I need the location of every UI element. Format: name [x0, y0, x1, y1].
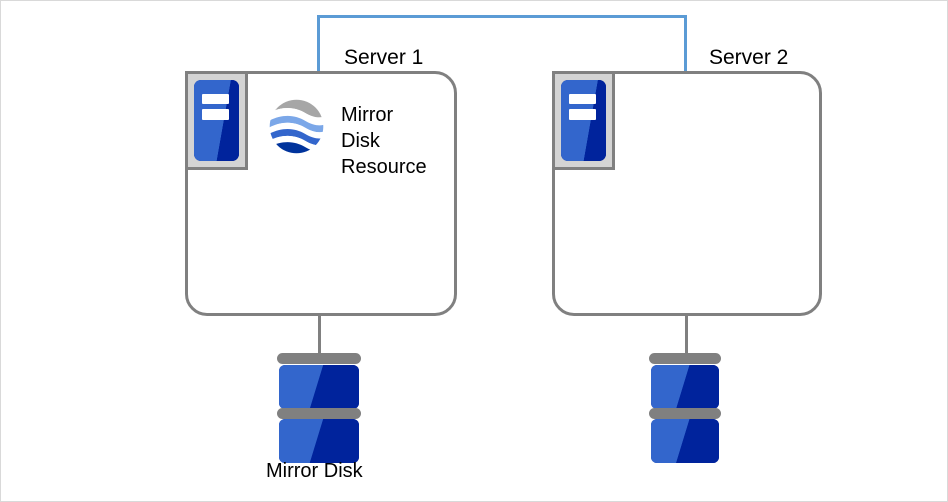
server-icon-slot-bottom	[569, 109, 597, 120]
server-machine-icon[interactable]	[552, 71, 615, 170]
disk-slab-upper	[651, 365, 719, 409]
interconnect-left-segment	[317, 15, 320, 72]
server-machine-icon[interactable]	[185, 71, 248, 170]
disk-plate-top	[277, 353, 361, 364]
disk-plate-middle	[649, 408, 721, 419]
mirror-disk-2-icon[interactable]	[649, 353, 721, 463]
mirror-disk-1-icon[interactable]	[277, 353, 361, 463]
server-icon-body	[561, 80, 606, 161]
disk-slab-sheen	[651, 419, 719, 463]
server-2-disk-connector	[685, 314, 688, 357]
disk-plate-middle	[277, 408, 361, 419]
server-1-label: Server 1	[344, 46, 424, 69]
disk-plate-top	[649, 353, 721, 364]
server-icon-slot-bottom	[202, 109, 230, 120]
server-2-label: Server 2	[709, 46, 789, 69]
server-icon-slot-top	[569, 93, 597, 105]
interconnect-horizontal-segment	[317, 15, 687, 18]
server-1-disk-connector	[318, 314, 321, 357]
disk-slab-sheen	[651, 365, 719, 409]
mirror-disk-resource-globe-icon[interactable]	[268, 98, 325, 155]
server-icon-body	[194, 80, 239, 161]
disk-slab-sheen	[279, 419, 359, 463]
server-icon-sheen	[194, 80, 239, 161]
mirror-disk-label: Mirror Disk	[266, 460, 363, 482]
disk-slab-lower	[279, 419, 359, 463]
disk-slab-sheen	[279, 365, 359, 409]
server-icon-slot-top	[202, 93, 230, 105]
interconnect-right-segment	[684, 15, 687, 72]
disk-slab-lower	[651, 419, 719, 463]
server-icon-sheen	[561, 80, 606, 161]
mirror-disk-resource-label: Mirror Disk Resource	[341, 104, 427, 178]
disk-slab-upper	[279, 365, 359, 409]
